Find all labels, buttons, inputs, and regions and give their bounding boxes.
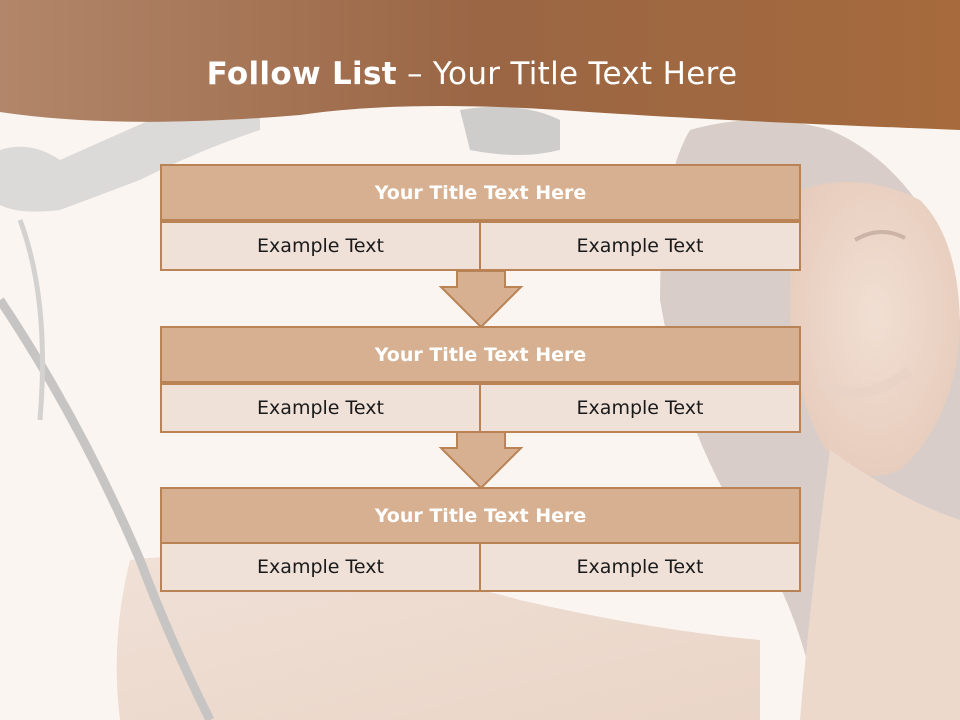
step-cell-left: Example Text (160, 383, 481, 433)
step-cell-right: Example Text (479, 221, 801, 271)
step-cell-left: Example Text (160, 221, 481, 271)
down-arrow-icon (438, 271, 524, 329)
slide-title-bold: Follow List (206, 56, 397, 92)
slide-title: Follow List – Your Title Text Here (0, 56, 944, 92)
step-title: Your Title Text Here (160, 326, 801, 383)
step-cell-right: Example Text (479, 383, 801, 433)
step-cell-left: Example Text (160, 542, 481, 592)
slide-title-rest: – Your Title Text Here (396, 56, 738, 92)
step-cell-right: Example Text (479, 542, 801, 592)
step-title: Your Title Text Here (160, 487, 801, 544)
down-arrow-icon (438, 432, 524, 490)
step-title: Your Title Text Here (160, 164, 801, 221)
